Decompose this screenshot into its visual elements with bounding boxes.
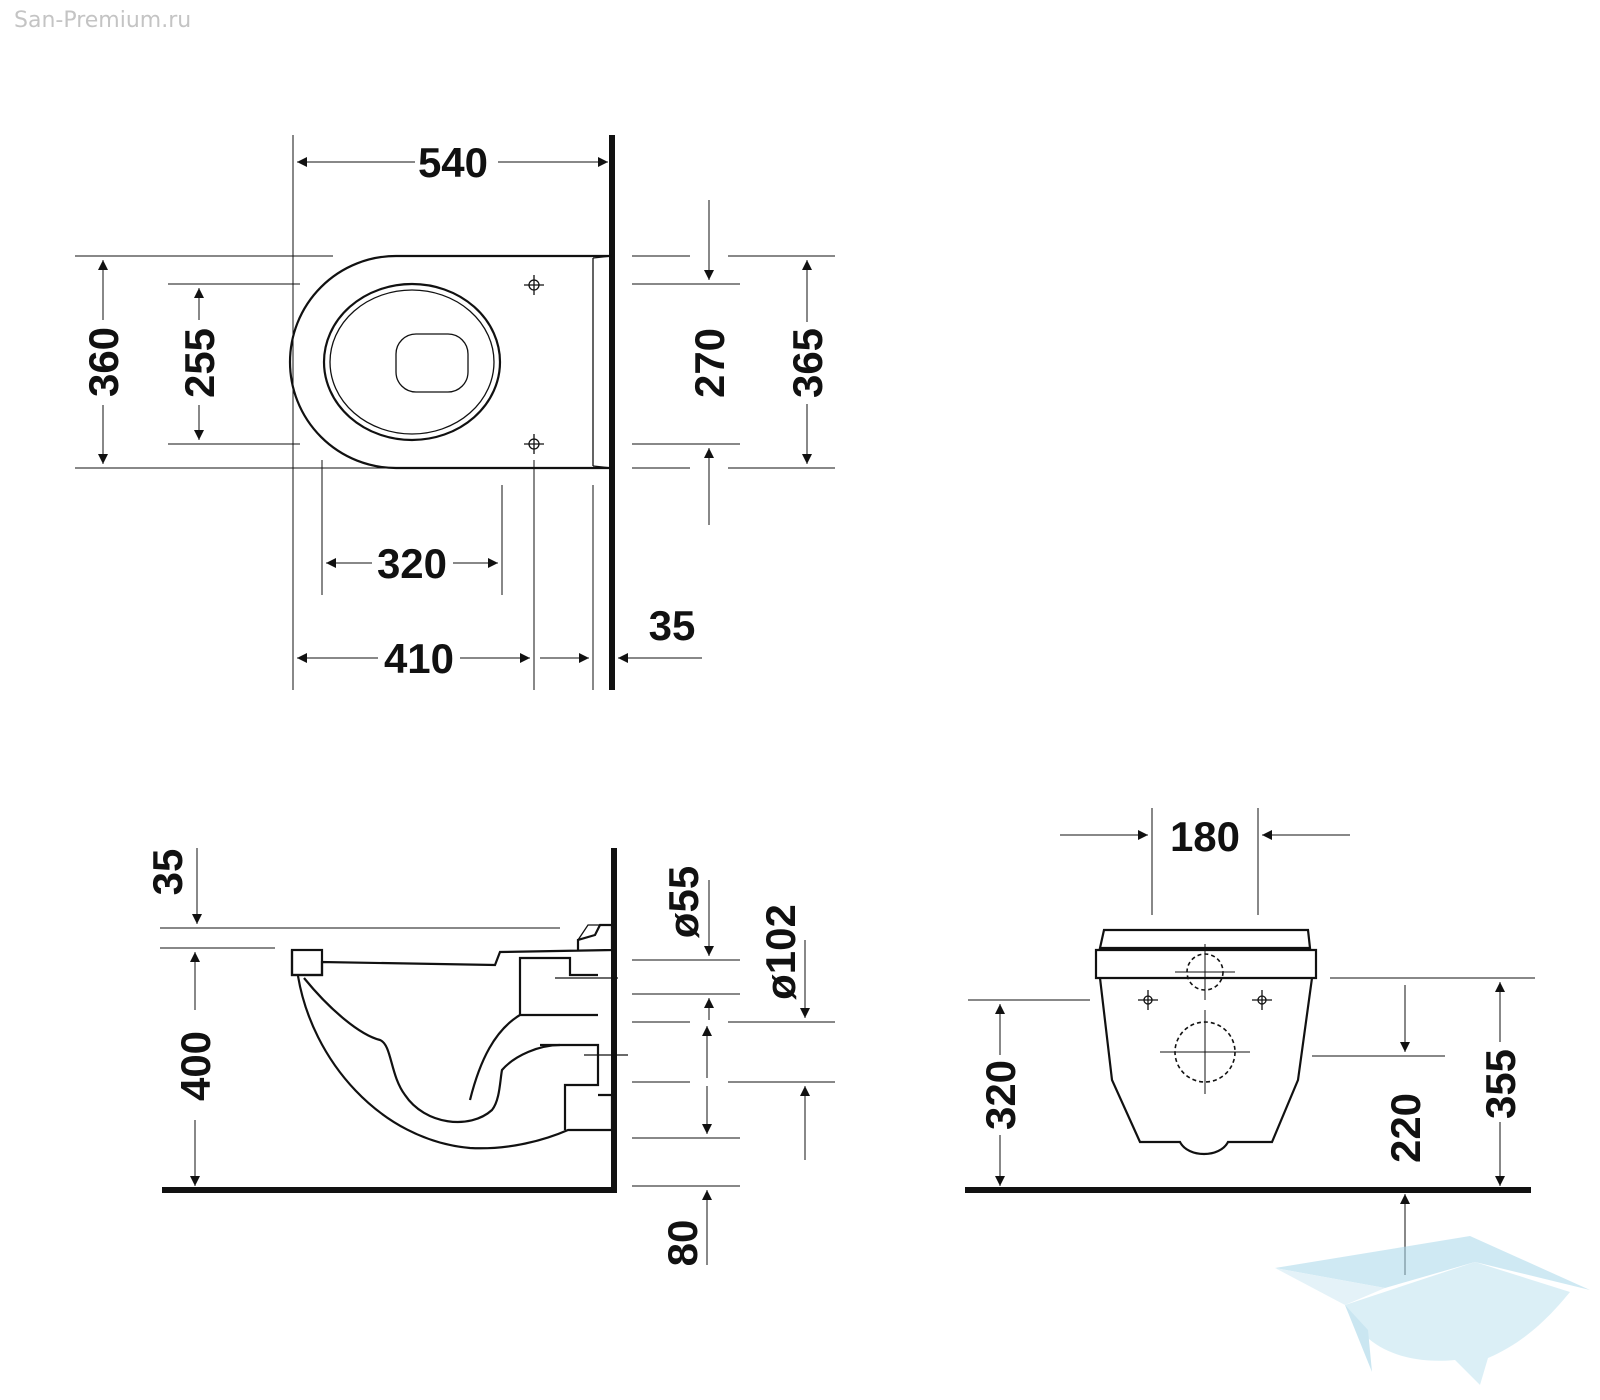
top-view: 540 360 255 270 365 320 410 35 (75, 135, 835, 690)
watermark-text: San-Premium.ru (14, 8, 192, 33)
front-seat (1098, 928, 1312, 950)
side-view: 35 400 ø55 ø102 80 (144, 848, 835, 1266)
bowl-outer-profile (296, 975, 612, 1150)
dim-overall-width: 360 (80, 327, 127, 397)
top-bowl-inner-rim (329, 289, 495, 435)
seat-profile (290, 923, 614, 977)
dim-inlet-diameter: ø55 (660, 866, 707, 938)
top-bowl-outline (288, 254, 612, 470)
front-fixing-right (1252, 990, 1272, 1010)
dim-bowl-length: 320 (377, 540, 447, 587)
dim-outlet-center-height: 220 (1382, 1093, 1429, 1163)
dim-rim-height: 400 (172, 1031, 219, 1101)
dim-rear-width: 365 (784, 328, 831, 398)
dim-inner-width: 255 (176, 328, 223, 398)
front-view: 180 320 220 355 (965, 808, 1535, 1275)
dim-inlet-height: 320 (977, 1060, 1024, 1130)
dim-overall-length: 540 (418, 139, 488, 186)
fixing-hole-bottom (524, 434, 544, 454)
dim-total-height: 355 (1477, 1049, 1524, 1119)
fixing-hole-top (524, 275, 544, 295)
dim-outlet-width: 180 (1170, 813, 1240, 860)
dim-fixing-distance: 410 (384, 635, 454, 682)
dim-seat-thickness: 35 (144, 849, 191, 896)
dim-fixing-spacing: 270 (686, 328, 733, 398)
seat-front (290, 948, 324, 977)
dim-outlet-diameter: ø102 (757, 904, 804, 1000)
front-bowl-body (1098, 977, 1314, 1155)
front-fixing-left (1138, 990, 1158, 1010)
front-rim (1094, 948, 1318, 980)
top-bowl-rim (322, 282, 502, 442)
outlet-spigot (540, 1043, 614, 1130)
bowl-inner-profile (303, 977, 561, 1124)
trapway-profile (468, 956, 598, 1101)
bathtub-logo-icon (1275, 1236, 1590, 1385)
dim-outlet-height: 80 (659, 1220, 706, 1267)
dim-wall-offset: 35 (649, 602, 696, 649)
top-outlet (395, 333, 469, 393)
